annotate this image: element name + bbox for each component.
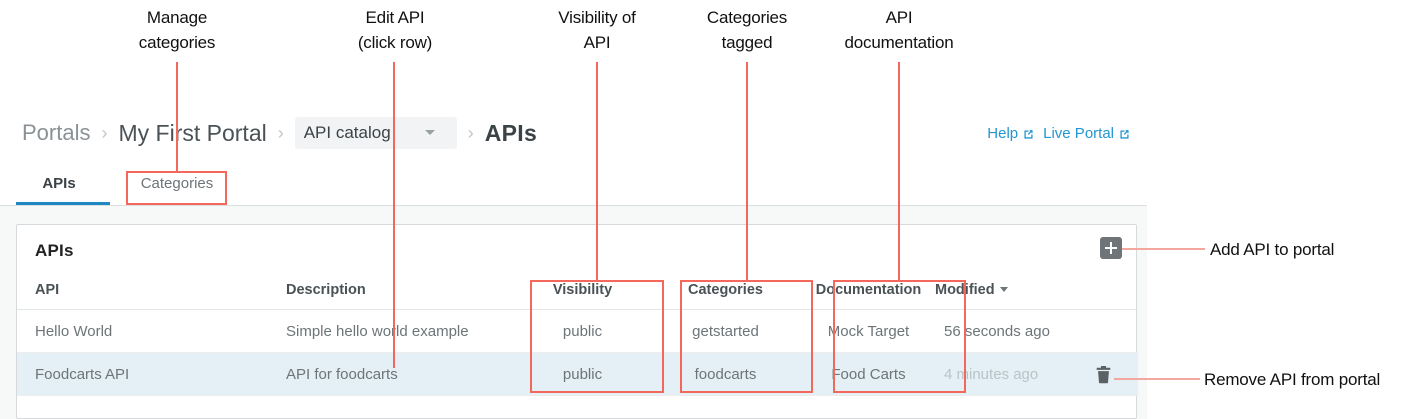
- annotation-label-edit-api: Edit API (click row): [357, 8, 433, 52]
- external-link-icon: [1118, 128, 1131, 141]
- annotation-line-manage-categories: [176, 62, 178, 172]
- column-header-modified-label: Modified: [935, 282, 995, 298]
- annotation-label-categories-tagged: Categories tagged: [706, 8, 788, 52]
- add-api-button[interactable]: [1100, 237, 1122, 259]
- tab-bar: APIs Categories: [0, 170, 1147, 206]
- annotation-label-add-api-to-portal: Add API to portal: [1210, 240, 1335, 259]
- annotation-line-remove-api: [1114, 378, 1200, 380]
- breadcrumb-separator: ›: [467, 122, 474, 143]
- cell-documentation: Mock Target: [802, 309, 935, 353]
- cell-visibility: public: [516, 352, 649, 396]
- cell-categories: getstarted: [649, 309, 802, 353]
- column-header-modified[interactable]: Modified: [935, 282, 1138, 310]
- annotation-label-api-documentation: API documentation: [844, 8, 954, 52]
- live-portal-link[interactable]: Live Portal: [1043, 125, 1131, 142]
- breadcrumb: Portals › My First Portal › API catalog …: [22, 117, 537, 149]
- apis-card-title: APIs: [35, 241, 74, 260]
- delete-api-button[interactable]: [1095, 365, 1112, 384]
- cell-api: Hello World: [17, 309, 286, 353]
- column-header-description[interactable]: Description: [286, 282, 516, 310]
- cell-description: API for foodcarts: [286, 352, 516, 396]
- plus-icon: [1109, 242, 1113, 254]
- table-header-row: API Description Visibility Categories Do…: [17, 282, 1138, 310]
- annotation-line-edit-api: [393, 62, 395, 368]
- portal-admin-app: Portals › My First Portal › API catalog …: [0, 110, 1147, 419]
- cell-categories: foodcarts: [649, 352, 802, 396]
- breadcrumb-bar: Portals › My First Portal › API catalog …: [0, 110, 1147, 172]
- cell-modified: 4 minutes ago: [935, 352, 1138, 396]
- table-row[interactable]: Foodcarts API API for foodcarts public f…: [17, 352, 1138, 396]
- tab-categories[interactable]: Categories: [140, 175, 214, 192]
- help-link-label: Help: [987, 125, 1019, 142]
- sort-descending-icon: [999, 286, 1008, 292]
- annotation-line-api-documentation: [898, 62, 900, 281]
- top-links: Help Live Portal: [987, 125, 1131, 142]
- cell-api: Foodcarts API: [17, 352, 286, 396]
- api-catalog-select[interactable]: API catalog: [294, 117, 457, 149]
- column-header-categories[interactable]: Categories: [649, 282, 802, 310]
- cell-modified: 56 seconds ago: [935, 309, 1138, 353]
- annotation-label-remove-api-from-portal: Remove API from portal: [1204, 370, 1381, 389]
- table-row[interactable]: Hello World Simple hello world example p…: [17, 309, 1138, 353]
- breadcrumb-portal-name[interactable]: My First Portal: [118, 119, 267, 146]
- breadcrumb-separator: ›: [277, 122, 284, 143]
- cell-modified-label: 4 minutes ago: [944, 365, 1039, 383]
- column-header-documentation[interactable]: Documentation: [802, 282, 935, 310]
- apis-card: APIs API Description Visibility Categori…: [16, 224, 1138, 419]
- tab-apis[interactable]: APIs: [16, 170, 110, 206]
- breadcrumb-separator: ›: [101, 122, 108, 143]
- cell-description: Simple hello world example: [286, 309, 516, 353]
- cell-visibility: public: [516, 309, 649, 353]
- breadcrumb-current: APIs: [484, 119, 538, 146]
- column-header-api[interactable]: API: [17, 282, 286, 310]
- cell-documentation: Food Carts: [802, 352, 935, 396]
- breadcrumb-portals[interactable]: Portals: [22, 120, 91, 145]
- annotation-label-visibility-of-api: Visibility of API: [558, 8, 636, 52]
- annotation-label-manage-categories: Manage categories: [138, 8, 216, 52]
- annotation-line-visibility-of-api: [596, 62, 598, 281]
- external-link-icon: [1022, 128, 1035, 141]
- apis-table: API Description Visibility Categories Do…: [17, 282, 1138, 396]
- live-portal-link-label: Live Portal: [1043, 125, 1114, 142]
- column-header-visibility[interactable]: Visibility: [516, 282, 649, 310]
- annotation-line-categories-tagged: [746, 62, 748, 281]
- chevron-down-icon: [424, 130, 435, 135]
- api-catalog-select-value: API catalog: [303, 123, 391, 142]
- annotation-line-add-api: [1122, 248, 1205, 250]
- help-link[interactable]: Help: [987, 125, 1035, 142]
- page-body: APIs API Description Visibility Categori…: [0, 206, 1147, 419]
- tab-divider: [0, 205, 1147, 206]
